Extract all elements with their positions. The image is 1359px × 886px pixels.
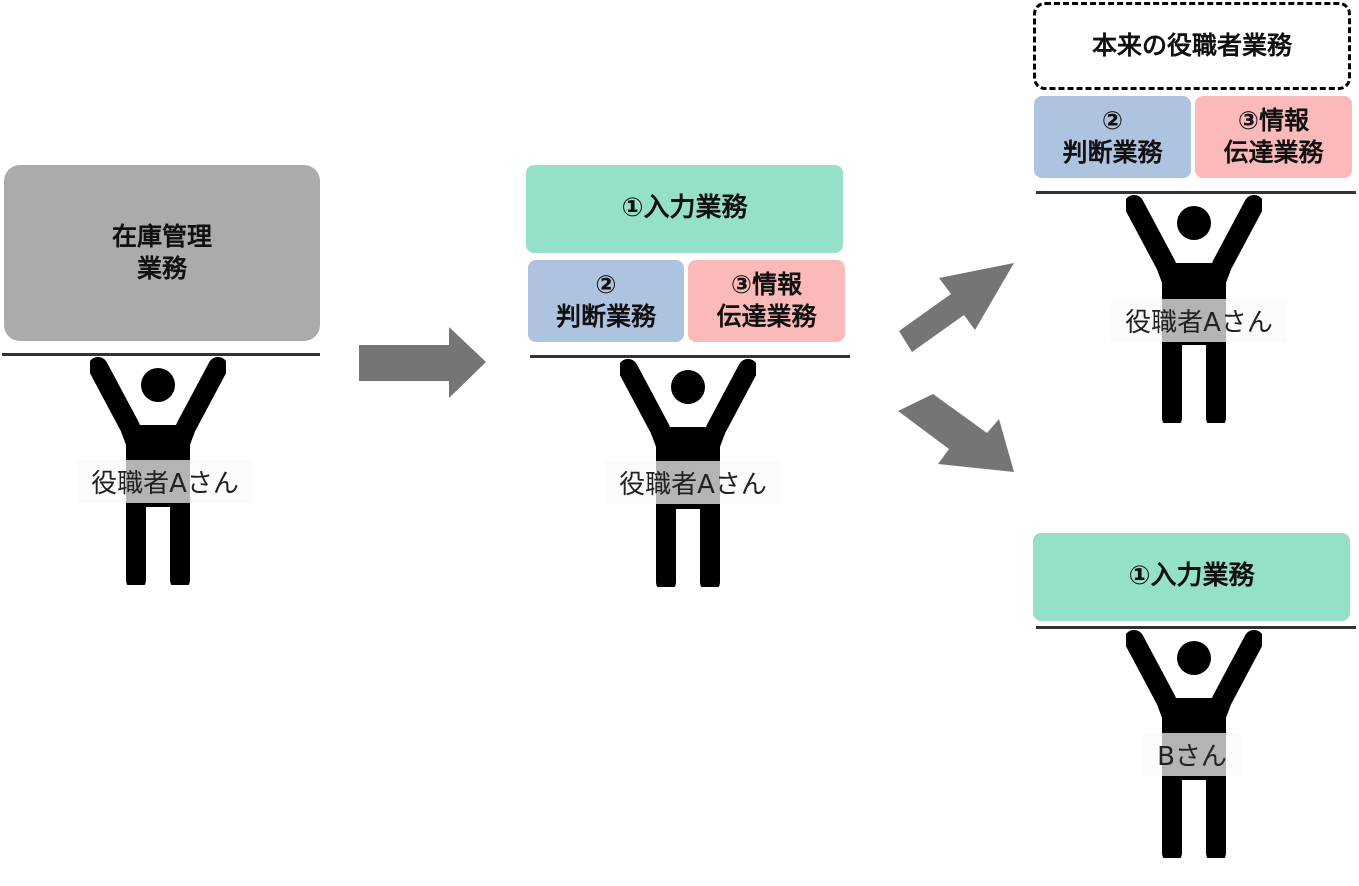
- right-arrow: [359, 327, 486, 398]
- down-right-arrow: [898, 394, 1014, 472]
- person-label: 役職者Aさん: [605, 461, 781, 504]
- person-label: 役職者Aさん: [77, 460, 253, 503]
- judgment-task-block: ② 判断業務: [528, 260, 684, 342]
- info-task-block: ③情報 伝達業務: [688, 260, 845, 342]
- shelf-line: [2, 353, 320, 356]
- up-right-arrow: [899, 263, 1014, 352]
- info-task-block: ③情報 伝達業務: [1195, 96, 1352, 178]
- input-task-block: ①入力業務: [1033, 533, 1350, 621]
- original-duties-block: 本来の役職者業務: [1033, 2, 1351, 90]
- inventory-management-block: 在庫管理 業務: [4, 165, 320, 341]
- shelf-line: [1036, 626, 1356, 629]
- person-label: Bさん: [1143, 733, 1241, 776]
- input-task-block: ①入力業務: [526, 165, 843, 253]
- shelf-line: [1036, 191, 1356, 194]
- judgment-task-block: ② 判断業務: [1034, 96, 1191, 178]
- shelf-line: [530, 355, 850, 358]
- person-label: 役職者Aさん: [1111, 299, 1287, 342]
